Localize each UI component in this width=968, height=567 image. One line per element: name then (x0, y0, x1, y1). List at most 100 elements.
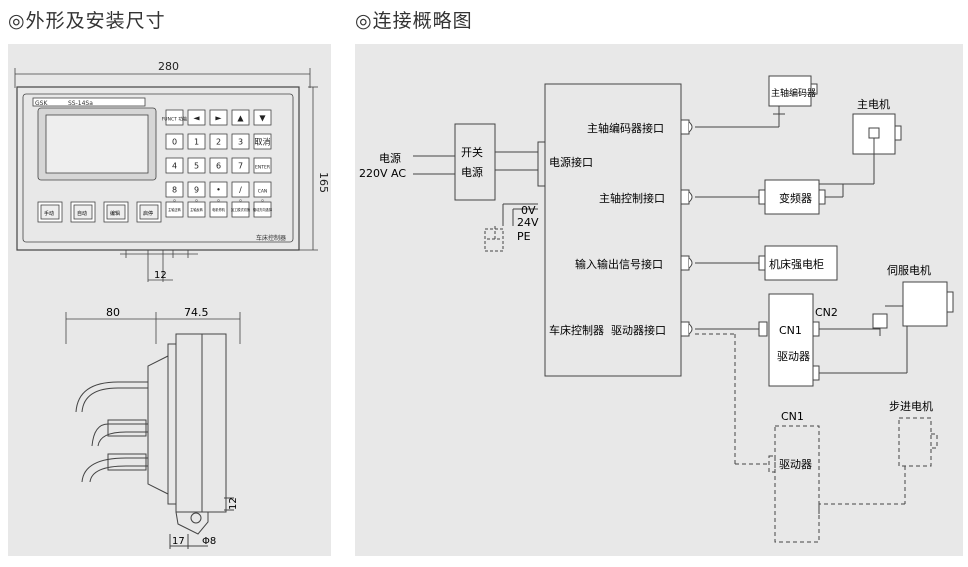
servo-driver-label: 驱动器 (777, 350, 810, 363)
key-indicator-dot (217, 199, 220, 202)
dim-side-a: 80 (106, 306, 120, 319)
keypad: FUNCT 功能 ◄ ► ▲ ▼ 0 1 2 3 取消 4 5 6 7 ENTER 8 9 • / CAN 主轴正转 主轴… (162, 109, 273, 218)
device-model: SS-14Sa (68, 100, 93, 107)
port-driver: 驱动器接口 (611, 324, 666, 337)
key-indicator-dot (239, 199, 242, 202)
dim-width: 280 (158, 60, 179, 73)
function-key-label: 主轴反转 (190, 207, 204, 212)
servo-motor-label: 伺服电机 (887, 263, 931, 277)
keypad-key[interactable] (187, 181, 206, 198)
keypad-key-label: / (239, 186, 242, 195)
keypad-key[interactable] (165, 157, 184, 174)
dim-hole: Φ8 (202, 536, 216, 547)
keypad-key[interactable] (209, 181, 228, 198)
keypad-key-label: 5 (194, 162, 199, 171)
keypad-key[interactable] (209, 133, 228, 150)
keypad-key[interactable] (165, 133, 184, 150)
big-button-edit: 编辑 (110, 210, 120, 217)
dim-height: 165 (317, 172, 330, 193)
device-brand: GSK (35, 100, 48, 107)
keypad-key-label: 7 (238, 162, 243, 171)
power-port-label: 电源接口 (549, 155, 593, 169)
keypad-key-label: • (216, 186, 221, 195)
key-indicator-dot (195, 199, 198, 202)
dim-foot-h: 12 (228, 497, 239, 510)
keypad-key[interactable] (231, 157, 250, 174)
inverter-label: 变频器 (779, 191, 812, 205)
cn1-b-label: CN1 (781, 410, 804, 423)
switch-label-line2: 电源 (461, 165, 483, 179)
keypad-key-label: ▲ (237, 114, 244, 123)
function-key-label: 电机停机 (212, 207, 226, 212)
keypad-key[interactable] (187, 133, 206, 150)
keypad-key-label: 9 (194, 186, 199, 195)
power-value: 220V AC (359, 167, 406, 180)
keypad-key[interactable] (253, 181, 272, 198)
function-key[interactable] (231, 201, 250, 218)
switch-box (454, 123, 496, 201)
function-key-label: 驱动方向选择 (253, 207, 273, 212)
keypad-key[interactable] (231, 181, 250, 198)
cn2-label: CN2 (815, 306, 838, 319)
connection-panel: 电源 220V AC 开关 电源 电源接口 0V 24V PE 主轴编码器接口 … (355, 44, 963, 556)
voltage-pe: PE (517, 230, 531, 243)
dim-foot-w: 17 (172, 536, 185, 547)
spindle-encoder-label: 主轴编码器 (771, 87, 816, 99)
keypad-key-label: FUNCT 功能 (162, 116, 188, 123)
power-label: 电源 (379, 151, 401, 165)
keypad-key-label: 4 (172, 162, 177, 171)
keypad-key[interactable] (253, 157, 272, 174)
voltage-24v: 24V (517, 216, 539, 229)
function-key-label: 加工模式切换 (231, 207, 251, 212)
keypad-key-label: 2 (216, 138, 221, 147)
keypad-key[interactable] (253, 133, 272, 150)
keypad-key-label: CAN (258, 189, 268, 195)
stepper-driver-label: 驱动器 (779, 458, 812, 471)
keypad-key[interactable] (209, 157, 228, 174)
port-spindle-control: 主轴控制接口 (599, 191, 665, 205)
function-key-label: 主轴正转 (168, 207, 182, 212)
keypad-key[interactable] (187, 157, 206, 174)
keypad-key-label: 8 (172, 186, 177, 195)
controller-label: 车床控制器 (549, 323, 604, 337)
port-io-signal: 输入输出信号接口 (575, 257, 663, 271)
keypad-key-label: 1 (194, 138, 199, 147)
keypad-key[interactable] (209, 109, 228, 126)
outline-heading: ◎外形及安装尺寸 (8, 10, 166, 32)
function-key[interactable] (253, 201, 272, 218)
big-button-manual: 手动 (44, 210, 54, 217)
keypad-key[interactable] (165, 181, 184, 198)
keypad-key-label: ◄ (193, 114, 200, 123)
controller-box (544, 83, 682, 377)
dim-side-b: 74.5 (184, 306, 209, 319)
keypad-key[interactable] (231, 109, 250, 126)
keypad-key[interactable] (187, 109, 206, 126)
connection-diagram: 电源 220V AC 开关 电源 电源接口 0V 24V PE 主轴编码器接口 … (359, 75, 954, 543)
function-key[interactable] (187, 201, 206, 218)
keypad-key[interactable] (231, 133, 250, 150)
big-button-auto: 自动 (77, 210, 87, 217)
keypad-key-label: 取消 (255, 137, 271, 147)
stepper-motor-label: 步进电机 (889, 399, 933, 413)
keypad-key-label: 0 (172, 138, 177, 147)
keypad-key-label: 6 (216, 162, 221, 171)
keypad-key-label: 3 (238, 138, 243, 147)
function-key[interactable] (209, 201, 228, 218)
keypad-key-label: ► (215, 114, 222, 123)
cabinet-label: 机床强电柜 (769, 257, 824, 271)
switch-label-line1: 开关 (461, 145, 483, 159)
device-footer: 车床控制器 (256, 234, 286, 242)
function-key[interactable] (165, 201, 184, 218)
key-indicator-dot (173, 199, 176, 202)
keypad-key[interactable] (253, 109, 272, 126)
cn1-label: CN1 (779, 324, 802, 337)
port-spindle-encoder: 主轴编码器接口 (587, 121, 664, 135)
keypad-key[interactable] (165, 109, 184, 126)
big-button-start: 启停 (143, 210, 153, 217)
connection-heading: ◎连接概略图 (355, 10, 473, 32)
main-motor-label: 主电机 (857, 97, 890, 111)
keypad-key-label: ENTER (255, 165, 270, 171)
keypad-key-label: ▼ (259, 114, 266, 123)
